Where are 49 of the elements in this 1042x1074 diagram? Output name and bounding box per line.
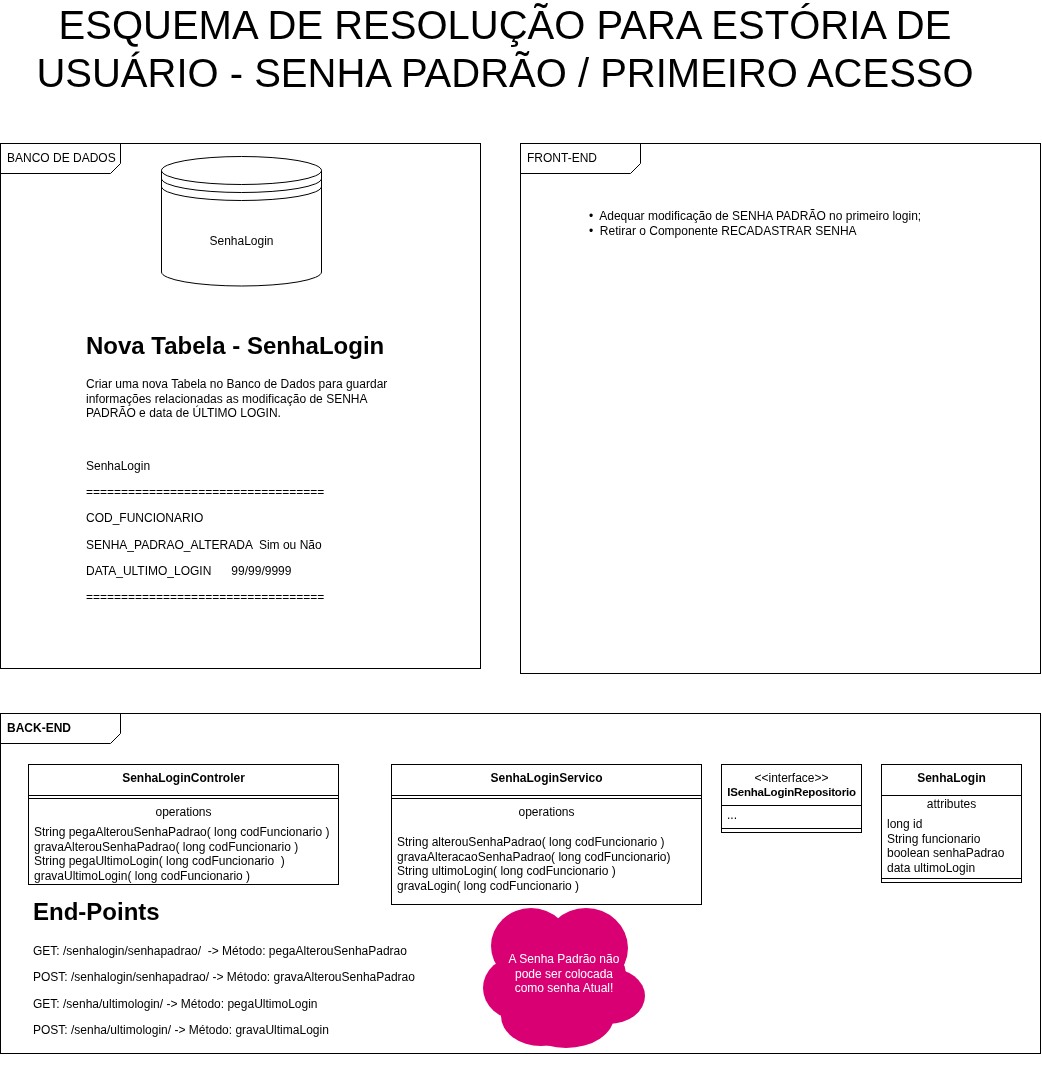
frame-label: BANCO DE DADOS	[7, 151, 116, 166]
endpoint-text: POST: /senha/ultimologin/ -> Método: gravaUltimaLogin	[33, 1023, 329, 1038]
table-line: ==================================	[86, 485, 325, 500]
class-box	[721, 764, 862, 833]
list-item: • Adequar modificação de SENHA PADRÃO no primeiro login;	[589, 209, 922, 224]
method-signature: String pegaAlterouSenhaPadrao( long codFuncionario )	[34, 825, 330, 840]
attribute-text: data ultimoLogin	[887, 860, 976, 875]
note-text: A Senha Padrão não pode ser colocada como senha Atual!	[507, 952, 621, 996]
table-line: DATA_ULTIMO_LOGIN 99/99/9999	[86, 564, 292, 579]
attribute-text: boolean senhaPadrao	[887, 846, 1005, 861]
section-label: attributes	[925, 797, 978, 812]
table-name: SenhaLogin	[208, 234, 275, 249]
method-signature: String pegaUltimoLogin( long codFuncionario )	[34, 854, 285, 869]
list-item: • Retirar o Componente RECADASTRAR SENHA	[589, 224, 857, 239]
frame-label: BACK-END	[7, 721, 71, 736]
package-frame	[0, 713, 1041, 1054]
table-line: SENHA_PADRAO_ALTERADA Sim ou Não	[86, 538, 322, 553]
class-name: ISenhaLoginRepositorio	[726, 785, 857, 800]
attribute-text: long id	[887, 817, 923, 832]
method-signature: gravaAlterouSenhaPadrao( long codFuncionario )	[34, 839, 299, 854]
description-text: Criar uma nova Tabela no Banco de Dados para guardar informações relacionadas as modificação de SENHA PADRÃO e data de ÚLTIMO LOGIN.	[86, 377, 389, 421]
method-signature: gravaLogin( long codFuncionario )	[397, 879, 580, 894]
endpoint-text: GET: /senhalogin/senhapadrao/ -> Método: pegaAlterouSenhaPadrao	[33, 944, 407, 959]
table-line: ==================================	[86, 590, 325, 605]
package-frame	[520, 143, 1041, 674]
attribute-text: String funcionario	[887, 831, 981, 846]
method-signature: String alterouSenhaPadrao( long codFuncionario )	[397, 835, 665, 850]
table-line: COD_FUNCIONARIO	[86, 511, 204, 526]
method-signature: gravaUltimoLogin( long codFuncionario )	[34, 868, 251, 883]
section-label: operations	[154, 805, 213, 820]
class-box	[881, 764, 1022, 883]
package-frame	[0, 143, 481, 669]
endpoint-text: POST: /senhalogin/senhapadrao/ -> Método: gravaAlterouSenhaPadrao	[33, 970, 415, 985]
section-heading: End-Points	[33, 898, 160, 926]
placeholder-text: ...	[727, 808, 737, 823]
class-box	[28, 764, 339, 885]
endpoint-text: GET: /senha/ultimologin/ -> Método: pegaUltimoLogin	[33, 997, 318, 1012]
diagram-title: ESQUEMA DE RESOLUÇÃO PARA ESTÓRIA DE USUÁRIO - SENHA PADRÃO / PRIMEIRO ACESSO	[35, 2, 975, 97]
method-signature: String ultimoLogin( long codFuncionario )	[397, 864, 616, 879]
frame-label: FRONT-END	[527, 151, 597, 166]
class-box	[391, 764, 702, 905]
table-line: SenhaLogin	[86, 459, 151, 474]
section-heading: Nova Tabela - SenhaLogin	[86, 332, 385, 360]
section-label: operations	[517, 805, 576, 820]
class-name: SenhaLogin	[916, 771, 987, 786]
class-name: SenhaLoginServico	[489, 771, 604, 786]
stereotype-label: <<interface>>	[753, 771, 830, 786]
class-name: SenhaLoginControler	[121, 771, 246, 786]
method-signature: gravaAlteracaoSenhaPadrao( long codFuncionario)	[397, 850, 671, 865]
